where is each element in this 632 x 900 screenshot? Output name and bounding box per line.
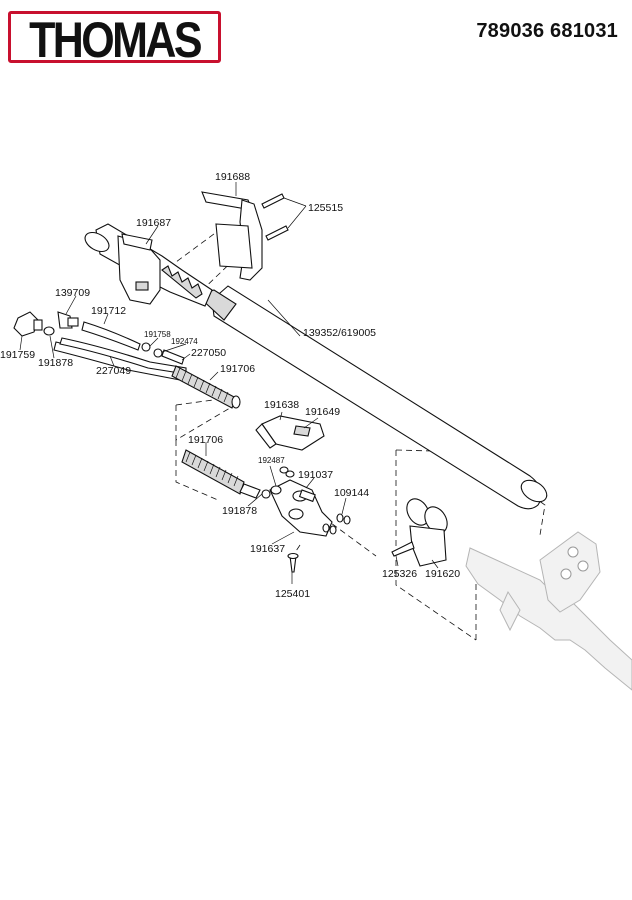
part-label-191620: 191620 — [425, 568, 460, 580]
part-label-191878: 191878 — [38, 357, 73, 369]
brand-logo-text: THOMAS — [29, 12, 202, 68]
screw-125401 — [287, 552, 299, 573]
part-label-191759: 191759 — [0, 349, 35, 361]
part-label-139709: 139709 — [55, 287, 90, 299]
leader-lines — [19, 182, 439, 584]
hoses — [53, 321, 187, 381]
document-number: 789036 681031 — [476, 20, 618, 42]
bracket-191688 — [201, 191, 263, 281]
handle-silhouette — [465, 531, 632, 691]
part-label-191637: 191637 — [250, 543, 285, 555]
part-label-109144: 109144 — [334, 487, 369, 499]
screws-125515 — [261, 193, 289, 241]
part-label-191712: 191712 — [91, 305, 126, 317]
part-label-227050: 227050 — [191, 347, 226, 359]
part-label-191688: 191688 — [215, 171, 250, 183]
part-label-192487: 192487 — [258, 456, 285, 465]
o-rings-109144 — [322, 513, 351, 535]
clip-191687 — [117, 233, 161, 305]
part-label-192474: 192474 — [171, 337, 198, 346]
part-label-125401: 125401 — [275, 588, 310, 600]
part-label-191758: 191758 — [144, 330, 171, 339]
part-label-191706: 191706 — [220, 363, 255, 375]
part-label-125515: 125515 — [308, 202, 343, 214]
spring-191706-lower — [181, 449, 261, 499]
part-label-191649: 191649 — [305, 406, 340, 418]
part-label-191706-lower: 191706 — [188, 434, 223, 446]
part-label-125326: 125326 — [382, 568, 417, 580]
part-label-191037: 191037 — [298, 469, 333, 481]
brand-logo: THOMAS — [8, 11, 221, 68]
hose-connector-left — [13, 311, 79, 337]
spring-191706-upper — [171, 365, 241, 409]
part-label-191687: 191687 — [136, 217, 171, 229]
part-label-227049: 227049 — [96, 365, 131, 377]
valve-body — [261, 466, 333, 537]
part-labels: 191688 125515 191687 139709 191712 19175… — [0, 171, 460, 600]
part-label-139352-619005: 139352/619005 — [303, 327, 376, 339]
main-tube — [196, 285, 548, 510]
part-label-191638: 191638 — [264, 399, 299, 411]
part-label-191878-lower: 191878 — [222, 505, 257, 517]
clamp-191620 — [391, 498, 448, 567]
